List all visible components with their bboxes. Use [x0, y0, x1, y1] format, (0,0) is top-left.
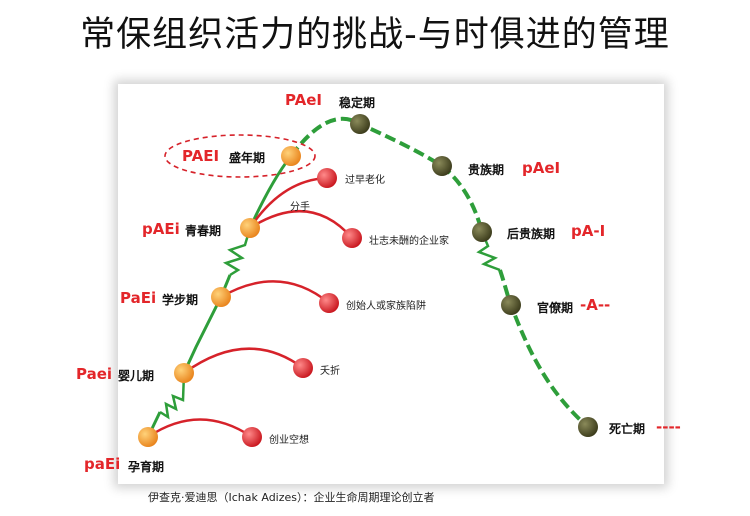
stage-node[interactable] — [138, 427, 158, 447]
stage-node[interactable] — [350, 114, 370, 134]
stage-name: 盛年期 — [229, 151, 266, 165]
failure-label: 创始人或家族陷阱 — [346, 301, 426, 312]
stage-name: 稳定期 — [339, 96, 376, 110]
stage-code: -A-- — [580, 296, 611, 314]
failure-node[interactable] — [242, 427, 262, 447]
failure-label: 创业空想 — [269, 435, 309, 446]
failure-arc — [220, 280, 330, 304]
stage-name: 死亡期 — [609, 422, 646, 436]
stage-code: pAeI — [522, 159, 561, 177]
failure-node[interactable] — [319, 293, 339, 313]
stage-node[interactable] — [211, 287, 231, 307]
stage-name: 后贵族期 — [507, 227, 556, 241]
stage-code: pA-I — [571, 222, 606, 240]
stage-name: 孕育期 — [128, 460, 165, 474]
failure-label: 壮志未酬的企业家 — [369, 236, 449, 247]
stage-code: pAEi — [142, 220, 180, 238]
page-title: 常保组织活力的挑战-与时俱进的管理 — [80, 15, 670, 55]
stage-code: Paei — [76, 365, 113, 383]
failure-arc — [183, 347, 304, 375]
stage-node[interactable] — [281, 146, 301, 166]
stage-code: PAEI — [182, 147, 220, 165]
branch-label: 分手 — [290, 202, 310, 213]
failure-label: 夭折 — [320, 366, 340, 377]
failure-node[interactable] — [342, 228, 362, 248]
stage-node[interactable] — [472, 222, 492, 242]
growth-spring-1 — [159, 372, 186, 420]
stage-name: 学步期 — [162, 293, 199, 307]
stage-node[interactable] — [578, 417, 598, 437]
stage-node[interactable] — [501, 295, 521, 315]
decline-spring — [476, 231, 501, 272]
failure-label: 过早老化 — [345, 175, 385, 186]
diagram-panel — [118, 84, 664, 484]
stage-code: PaEi — [120, 289, 157, 307]
failure-arc — [147, 418, 253, 439]
decline-curve — [289, 116, 590, 429]
failure-arc — [249, 210, 353, 239]
stage-node[interactable] — [432, 156, 452, 176]
stage-name: 官僚期 — [537, 301, 574, 315]
stage-name: 婴儿期 — [118, 369, 155, 383]
failure-node[interactable] — [293, 358, 313, 378]
stage-code: ---- — [656, 418, 681, 436]
stage-code: paEi — [84, 455, 121, 473]
failure-node[interactable] — [317, 168, 337, 188]
stage-name: 贵族期 — [468, 163, 505, 177]
stage-name: 青春期 — [185, 224, 222, 238]
caption: 伊查克·爱迪思（Ichak Adizes）：企业生命周期理论创立者 — [148, 491, 435, 504]
prime-highlight — [164, 134, 316, 178]
stage-node[interactable] — [240, 218, 260, 238]
stage-node[interactable] — [174, 363, 194, 383]
stage-code: PAeI — [285, 91, 322, 109]
growth-spring-2 — [222, 227, 252, 277]
